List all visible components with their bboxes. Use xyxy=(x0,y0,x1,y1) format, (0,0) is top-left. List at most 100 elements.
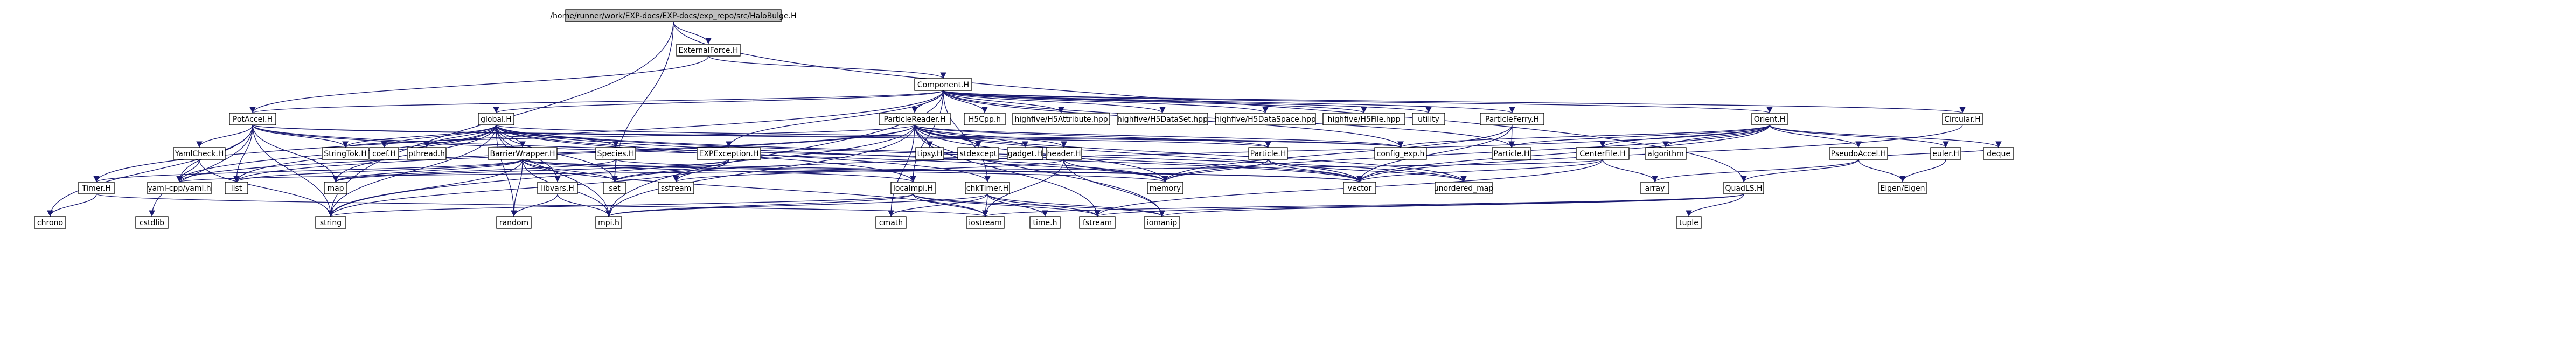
node-pseudoaccel[interactable]: PseudoAccel.H xyxy=(1829,147,1888,160)
node-localmpi[interactable]: localmpi.H xyxy=(890,182,936,194)
node-timeh[interactable]: time.h xyxy=(1029,216,1061,229)
node-expexception[interactable]: EXPException.H xyxy=(697,147,761,160)
node-tipsy[interactable]: tipsy.H xyxy=(915,147,944,160)
node-quadls[interactable]: QuadLS.H xyxy=(1723,182,1764,194)
node-cmath-box xyxy=(875,216,907,229)
node-tuple[interactable]: tuple xyxy=(1676,216,1702,229)
node-algorithm[interactable]: algorithm xyxy=(1645,147,1687,160)
node-eigen[interactable]: Eigen/Eigen xyxy=(1878,182,1927,194)
node-deque[interactable]: deque xyxy=(1983,147,2014,160)
node-header-label: header.H xyxy=(1047,150,1081,158)
node-set[interactable]: set xyxy=(603,182,626,194)
edge-chktimer-to-iostream xyxy=(982,193,988,217)
edge-species-to-map xyxy=(332,159,616,183)
edge-orient-to-set xyxy=(611,124,1770,183)
node-sstream[interactable]: sstream xyxy=(658,182,694,194)
node-header-box xyxy=(1046,147,1082,160)
node-configexp[interactable]: config_exp.h xyxy=(1374,147,1427,160)
node-gadget[interactable]: gadget.H xyxy=(1007,147,1043,160)
node-pseudoaccel-label: PseudoAccel.H xyxy=(1831,150,1886,158)
node-barrierwrapper-label: BarrierWrapper.H xyxy=(490,150,555,158)
node-vector[interactable]: vector xyxy=(1343,182,1376,194)
edge-particlereader-to-fstream xyxy=(914,124,1101,217)
node-h5cpp[interactable]: H5Cpp.h xyxy=(964,113,1006,125)
node-potaccel-label: PotAccel.H xyxy=(233,115,273,124)
node-utility[interactable]: utility xyxy=(1412,113,1445,125)
node-fstream-box xyxy=(1079,216,1116,229)
node-localmpi-label: localmpi.H xyxy=(893,184,933,193)
node-timer[interactable]: Timer.H xyxy=(78,182,115,194)
node-h5cpp-box xyxy=(964,113,1006,125)
node-chrono[interactable]: chrono xyxy=(34,216,66,229)
edge-localmpi-to-iomanip xyxy=(913,193,1165,217)
node-externalforce[interactable]: ExternalForce.H xyxy=(676,44,741,57)
node-header[interactable]: header.H xyxy=(1046,147,1082,160)
node-centerfile-box xyxy=(1576,147,1630,160)
node-orient[interactable]: Orient.H xyxy=(1751,113,1788,125)
node-h5file[interactable]: highfive/H5File.hpp xyxy=(1322,113,1405,125)
node-barrierwrapper[interactable]: BarrierWrapper.H xyxy=(488,147,558,160)
edge-global-to-string xyxy=(328,124,497,217)
node-centerfile-label: CenterFile.H xyxy=(1579,150,1626,158)
node-euler-label: euler.H xyxy=(1932,150,1959,158)
node-libvars-box xyxy=(537,182,578,194)
node-h5file-box xyxy=(1322,113,1405,125)
dependency-edges xyxy=(47,21,2002,217)
node-stringtok[interactable]: StringTok.H xyxy=(322,147,369,160)
node-halobulge[interactable]: /home/runner/work/EXP-docs/EXP-docs/exp_… xyxy=(550,9,797,22)
node-map[interactable]: map xyxy=(324,182,347,194)
node-tuple-label: tuple xyxy=(1679,219,1698,227)
node-particleferry[interactable]: ParticleFerry.H xyxy=(1480,113,1544,125)
node-memory[interactable]: memory xyxy=(1147,182,1183,194)
edge-particlereader-to-header xyxy=(914,124,1067,148)
node-h5dataset[interactable]: highfive/H5DataSet.hpp xyxy=(1117,113,1208,125)
node-unorderedmap[interactable]: unordered_map xyxy=(1434,182,1493,194)
edge-libvars-to-random xyxy=(511,193,558,217)
edge-expexception-to-string xyxy=(328,159,729,217)
node-random[interactable]: random xyxy=(496,216,532,229)
node-string[interactable]: string xyxy=(315,216,346,229)
node-global[interactable]: global.H xyxy=(478,113,514,125)
node-mpi[interactable]: mpi.h xyxy=(595,216,622,229)
edge-quadls-to-iostream xyxy=(982,193,1744,217)
node-euler[interactable]: euler.H xyxy=(1930,147,1961,160)
node-species-label: Species.H xyxy=(597,150,635,158)
node-coef[interactable]: coef.H xyxy=(369,147,399,160)
node-particle[interactable]: Particle.H xyxy=(1248,147,1288,160)
node-chktimer-label: chkTimer.H xyxy=(966,184,1008,193)
node-particlereader[interactable]: ParticleReader.H xyxy=(879,113,951,125)
node-stdexcept[interactable]: stdexcept xyxy=(957,147,999,160)
node-cmath[interactable]: cmath xyxy=(875,216,907,229)
node-component-box xyxy=(914,78,972,91)
node-potaccel[interactable]: PotAccel.H xyxy=(229,113,276,125)
node-yamlcheck[interactable]: YamlCheck.H xyxy=(173,147,226,160)
node-species[interactable]: Species.H xyxy=(595,147,636,160)
node-h5dataspace[interactable]: highfive/H5DataSpace.hpp xyxy=(1215,113,1316,125)
node-centerfile[interactable]: CenterFile.H xyxy=(1576,147,1630,160)
node-coef-box xyxy=(369,147,399,160)
node-list-box xyxy=(225,182,248,194)
edge-chktimer-to-timeh xyxy=(987,193,1048,217)
node-iostream[interactable]: iostream xyxy=(966,216,1005,229)
edge-header-to-memory xyxy=(1063,159,1168,183)
node-algorithm-label: algorithm xyxy=(1647,150,1684,158)
edge-quadls-to-tuple xyxy=(1686,193,1744,217)
node-particleh[interactable]: Particle.H xyxy=(1492,147,1531,160)
node-list[interactable]: list xyxy=(225,182,248,194)
node-component[interactable]: Component.H xyxy=(914,78,972,91)
node-libvars[interactable]: libvars.H xyxy=(537,182,578,194)
node-set-label: set xyxy=(609,184,621,193)
node-array[interactable]: array xyxy=(1640,182,1669,194)
node-mpi-box xyxy=(595,216,622,229)
node-circular[interactable]: Circular.H xyxy=(1942,113,1983,125)
edge-chktimer-to-fstream xyxy=(987,193,1101,217)
node-h5attribute[interactable]: highfive/H5Attribute.hpp xyxy=(1012,113,1110,125)
node-cstdlib[interactable]: cstdlib xyxy=(135,216,169,229)
node-pthread[interactable]: pthread.h xyxy=(407,147,447,160)
node-iomanip[interactable]: iomanip xyxy=(1144,216,1180,229)
node-fstream[interactable]: fstream xyxy=(1079,216,1116,229)
node-yamlcheck-box xyxy=(173,147,226,160)
node-yamlcpp[interactable]: yaml-cpp/yaml.h xyxy=(147,182,212,194)
node-chktimer[interactable]: chkTimer.H xyxy=(965,182,1010,194)
node-pthread-label: pthread.h xyxy=(408,150,445,158)
